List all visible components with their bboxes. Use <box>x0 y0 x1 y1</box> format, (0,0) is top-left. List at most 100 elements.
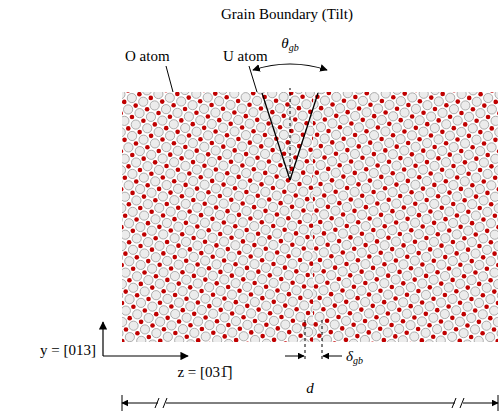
u-atom <box>351 111 360 120</box>
u-atom <box>249 108 258 117</box>
u-atom <box>327 233 336 242</box>
u-atom <box>411 180 420 189</box>
u-atom <box>313 111 322 120</box>
o-atom <box>217 156 222 161</box>
o-atom <box>161 289 166 294</box>
u-atom <box>464 112 473 121</box>
o-atom <box>329 216 334 221</box>
o-atom <box>382 338 387 342</box>
u-atom <box>471 249 480 258</box>
o-atom <box>342 98 347 103</box>
o-atom <box>352 209 357 214</box>
o-atom <box>420 262 425 267</box>
o-atom <box>175 92 180 96</box>
u-atom <box>132 196 141 205</box>
u-atom <box>276 255 285 264</box>
u-atom <box>383 290 392 299</box>
u-atom <box>292 324 301 333</box>
o-atom <box>439 243 444 248</box>
o-atom <box>124 327 129 332</box>
o-atom <box>199 251 204 256</box>
u-atom <box>464 150 473 159</box>
u-atom <box>288 297 297 306</box>
o-atom <box>363 243 368 248</box>
u-atom <box>437 222 446 231</box>
u-atom <box>170 271 179 280</box>
o-atom <box>398 118 403 123</box>
u-atom <box>353 237 362 246</box>
u-atom <box>193 317 202 326</box>
u-atom <box>320 134 329 143</box>
u-atom <box>357 248 366 257</box>
o-atom <box>418 99 423 104</box>
u-atom <box>491 116 498 125</box>
o-atom <box>153 236 158 241</box>
u-atom <box>230 92 239 98</box>
o-atom <box>338 125 343 130</box>
o-atom <box>165 240 170 245</box>
u-atom <box>122 92 125 99</box>
u-atom <box>201 256 210 265</box>
o-atom <box>375 239 380 244</box>
o-atom <box>363 281 368 286</box>
o-atom <box>333 265 338 270</box>
u-atom <box>433 249 442 258</box>
o-atom <box>172 179 177 184</box>
o-atom <box>360 231 365 236</box>
o-atom <box>165 278 170 283</box>
u-atom <box>429 275 438 284</box>
u-atom <box>355 92 364 94</box>
u-atom <box>122 253 123 262</box>
u-atom <box>360 335 369 342</box>
u-atom <box>396 135 405 144</box>
u-atom <box>139 97 148 106</box>
o-atom <box>263 209 268 214</box>
o-atom <box>245 342 250 343</box>
o-atom <box>417 175 422 180</box>
u-atom <box>373 218 382 227</box>
o-atom <box>333 189 338 194</box>
u-atom <box>303 251 312 260</box>
o-atom <box>378 251 383 256</box>
o-atom <box>217 118 222 123</box>
u-atom <box>448 294 457 303</box>
u-atom <box>251 335 260 342</box>
u-atom <box>460 139 469 148</box>
o-atom <box>244 152 249 157</box>
u-atom <box>368 282 377 291</box>
u-atom <box>219 123 228 132</box>
o-atom <box>319 106 324 111</box>
o-atom <box>310 337 313 342</box>
o-atom <box>489 202 494 207</box>
o-atom <box>465 285 470 290</box>
o-atom <box>275 288 280 293</box>
o-atom <box>206 114 211 119</box>
o-atom <box>188 285 193 290</box>
o-atom <box>471 107 476 112</box>
u-atom <box>387 263 396 272</box>
o-atom <box>122 225 124 230</box>
u-atom <box>227 214 236 223</box>
o-atom <box>340 326 345 331</box>
u-atom <box>440 309 449 318</box>
o-atom <box>263 133 268 138</box>
u-atom <box>296 274 305 283</box>
u-atom <box>423 101 432 110</box>
o-atom <box>283 341 288 342</box>
o-atom <box>278 163 283 168</box>
u-atom <box>421 290 430 299</box>
o-atom <box>134 179 139 184</box>
u-atom <box>358 172 367 181</box>
o-atom <box>256 193 261 198</box>
u-atom <box>349 339 358 342</box>
o-atom <box>325 243 330 248</box>
o-atom <box>410 152 415 157</box>
o-atom <box>308 148 313 153</box>
o-atom <box>213 129 218 134</box>
o-atom <box>489 126 494 131</box>
o-atom <box>142 194 147 199</box>
o-atom <box>451 240 456 245</box>
o-atom <box>485 229 490 234</box>
o-atom <box>334 114 339 119</box>
u-atom <box>376 305 385 314</box>
